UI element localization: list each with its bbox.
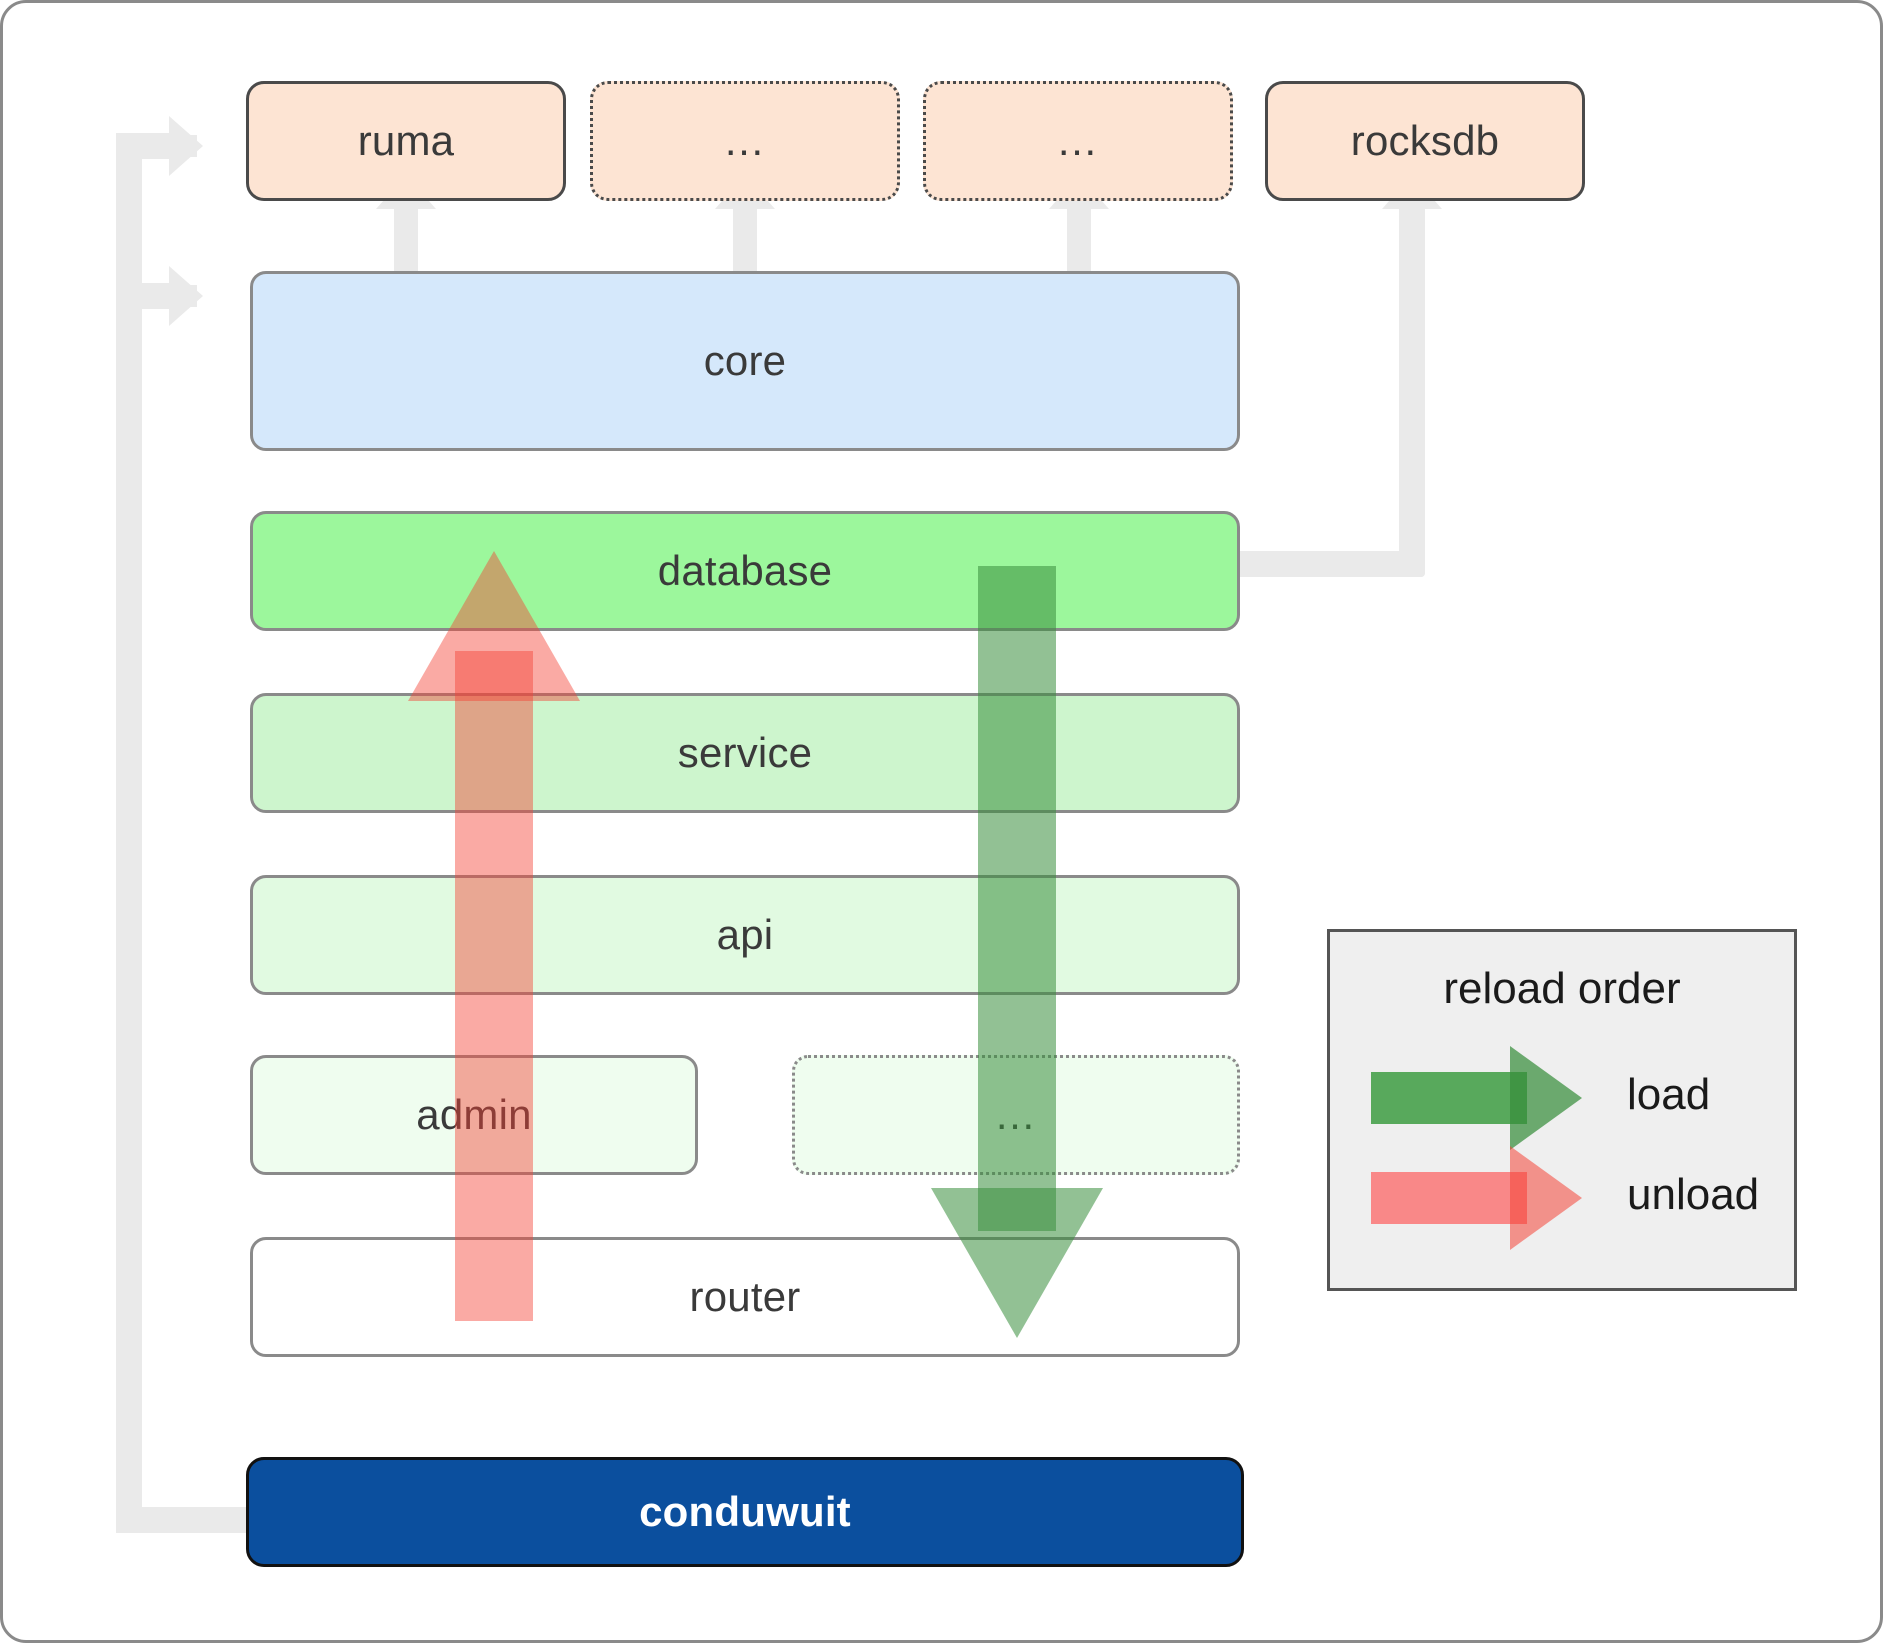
layer-label-service: service <box>677 729 813 776</box>
connector-core-to-dots2-shaft <box>1067 203 1091 273</box>
layer-label-router: router <box>689 1273 801 1320</box>
connector-stem-ruma <box>142 133 172 159</box>
connector-trunk-vertical <box>116 133 142 1533</box>
legend-load-arrowhead <box>1510 1046 1582 1150</box>
connector-arrowhead-ruma <box>169 116 203 176</box>
dependency-label-ellipsis-2: … <box>1056 116 1100 164</box>
legend-row-unload: unload <box>1330 932 1794 1288</box>
unload-arrow <box>3 3 1880 1640</box>
legend-unload-label: unload <box>1627 1170 1760 1219</box>
connector-arrowhead-core <box>169 266 203 326</box>
dependency-box-ellipsis-1[interactable]: … <box>590 81 900 201</box>
layer-box-service[interactable]: service <box>250 693 1240 813</box>
dependency-label-ruma: ruma <box>357 117 455 164</box>
connector-core-to-ruma-shaft <box>394 203 418 273</box>
layer-label-admin: admin <box>416 1091 532 1138</box>
legend-title: reload order <box>1443 964 1681 1013</box>
connector-branch-to-ruma <box>116 133 142 159</box>
layer-label-admin-ellipsis: … <box>994 1090 1038 1138</box>
connector-database-to-rocksdb-horizontal <box>1235 551 1425 577</box>
connector-core-to-dots1-shaft <box>733 203 757 273</box>
root-box-conduwuit[interactable]: conduwuit <box>246 1457 1244 1567</box>
core-box[interactable]: core <box>250 271 1240 451</box>
layer-label-database: database <box>657 547 833 594</box>
layer-box-router[interactable]: router <box>250 1237 1240 1357</box>
legend-load-bar <box>1371 1072 1527 1124</box>
legend-panel: reload order load unload <box>1327 929 1797 1291</box>
connector-stem-core <box>142 283 172 309</box>
dependency-label-rocksdb: rocksdb <box>1350 117 1500 164</box>
dependency-box-ellipsis-2[interactable]: … <box>923 81 1233 201</box>
root-label-conduwuit: conduwuit <box>639 1488 851 1535</box>
layer-box-admin[interactable]: admin <box>250 1055 698 1175</box>
legend-unload-arrowhead <box>1510 1146 1582 1250</box>
connector-branch-to-root <box>116 1507 246 1533</box>
layer-box-api[interactable]: api <box>250 875 1240 995</box>
layer-box-database[interactable]: database <box>250 511 1240 631</box>
legend-unload-bar <box>1371 1172 1527 1224</box>
dependency-label-ellipsis-1: … <box>723 116 767 164</box>
core-label: core <box>703 337 787 384</box>
legend-row-load: load <box>1330 932 1794 1288</box>
connector-database-to-rocksdb-vertical <box>1399 203 1425 577</box>
legend-load-label: load <box>1627 1070 1711 1119</box>
dependency-box-ruma[interactable]: ruma <box>246 81 566 201</box>
layer-label-api: api <box>716 911 774 958</box>
load-arrow <box>3 3 1880 1640</box>
layer-box-admin-ellipsis[interactable]: … <box>792 1055 1240 1175</box>
dependency-box-rocksdb[interactable]: rocksdb <box>1265 81 1585 201</box>
